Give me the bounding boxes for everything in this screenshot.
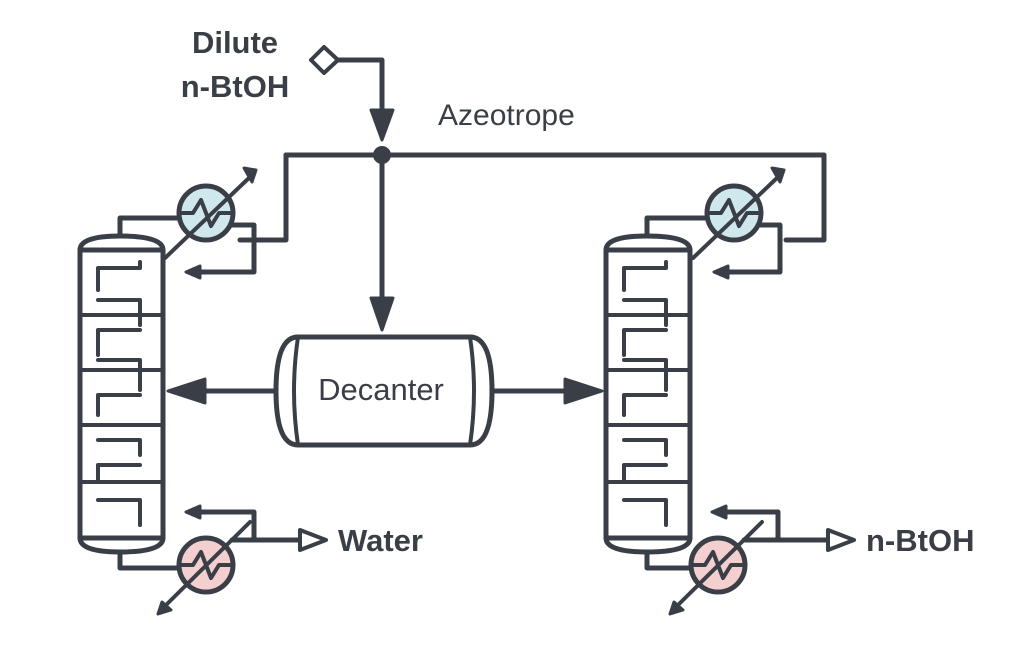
right-column-overhead-line bbox=[644, 215, 713, 239]
decanter-to-right-arrowhead bbox=[563, 377, 604, 405]
right-bottoms-line bbox=[644, 549, 711, 571]
left-boilup-line bbox=[197, 509, 257, 543]
decanter-label: Decanter bbox=[318, 372, 444, 407]
water-label: Water bbox=[338, 523, 423, 558]
right-reflux-line bbox=[725, 222, 783, 275]
right-boilup-arrowhead bbox=[710, 504, 728, 520]
feed-inlet-icon bbox=[309, 45, 340, 75]
azeotrope-label: Azeotrope bbox=[438, 99, 575, 132]
right-condenser-diagonal bbox=[691, 175, 780, 260]
right-reboiler-diagonal bbox=[675, 520, 764, 608]
right-boilup-line bbox=[723, 509, 781, 543]
left-column-overhead-line bbox=[117, 215, 185, 239]
left-reflux-line bbox=[197, 222, 257, 275]
decanter-to-left-arrowhead bbox=[166, 377, 207, 405]
decanter-feed-arrowhead bbox=[369, 296, 395, 332]
left-condenser-coil bbox=[178, 198, 234, 228]
left-bottoms-line bbox=[117, 549, 183, 571]
decanter-vessel bbox=[273, 334, 495, 448]
feed-label-line1: Dilute bbox=[192, 25, 278, 60]
left-distillation-column bbox=[77, 233, 166, 555]
right-condenser-coil bbox=[706, 198, 762, 228]
right-reflux-arrowhead bbox=[712, 264, 730, 280]
left-condenser-diagonal bbox=[163, 175, 252, 260]
water-outlet-arrowhead bbox=[298, 528, 328, 552]
left-reboiler-diagonal bbox=[163, 520, 252, 608]
product-outlet-arrowhead bbox=[826, 528, 856, 552]
left-reflux-arrowhead bbox=[184, 264, 202, 280]
product-label: n-BtOH bbox=[866, 523, 974, 558]
feed-line bbox=[335, 57, 385, 131]
right-distillation-column bbox=[603, 233, 693, 555]
azeotrope-header-line bbox=[283, 152, 827, 243]
feed-arrowhead bbox=[369, 108, 395, 142]
feed-label-line2: n-BtOH bbox=[181, 69, 289, 104]
left-boilup-arrowhead bbox=[184, 504, 202, 520]
